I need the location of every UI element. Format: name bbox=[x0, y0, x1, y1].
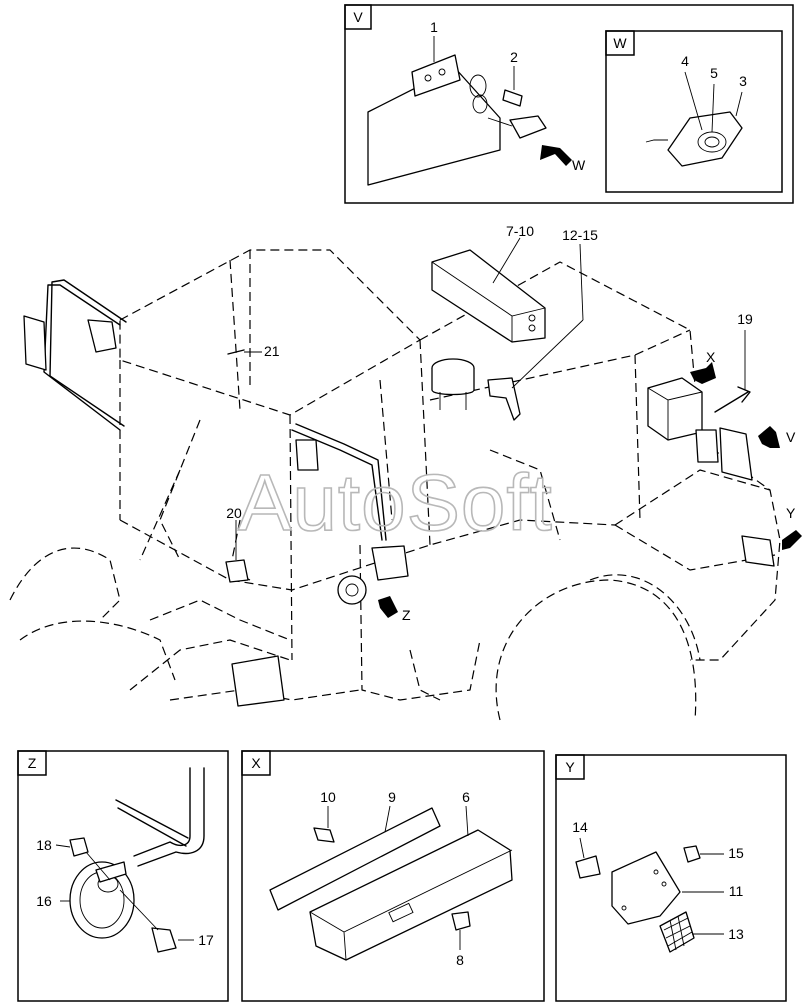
lamp-housing-part-3 bbox=[667, 111, 743, 167]
nut-part-18 bbox=[69, 837, 89, 857]
detail-v-tag: V bbox=[353, 9, 363, 25]
detail-v-panel: V W 1 2 bbox=[344, 4, 794, 204]
rear-lamp-part-7-10 bbox=[431, 249, 546, 343]
arrow-w bbox=[540, 145, 572, 166]
screw-part-10 bbox=[313, 827, 335, 843]
callout-6: 6 bbox=[462, 789, 470, 805]
callout-1: 1 bbox=[430, 19, 438, 35]
arrow-y-label: Y bbox=[786, 505, 796, 521]
plate-part-9 bbox=[269, 807, 441, 911]
detail-y-panel: Y 14 15 11 13 bbox=[555, 754, 787, 1002]
bolt-part-17 bbox=[151, 927, 177, 953]
detail-y-tag: Y bbox=[565, 759, 575, 775]
callout-5: 5 bbox=[710, 65, 718, 81]
arrow-v-label: V bbox=[786, 429, 796, 445]
callout-8: 8 bbox=[456, 952, 464, 968]
callout-10: 10 bbox=[320, 789, 336, 805]
bracket-part-1 bbox=[411, 54, 461, 97]
callout-21: 21 bbox=[264, 343, 280, 359]
callout-17: 17 bbox=[198, 932, 214, 948]
screw-part-2 bbox=[502, 89, 523, 107]
detail-x-panel: X 10 9 6 8 bbox=[241, 750, 545, 1002]
arrow-z-label: Z bbox=[402, 607, 411, 623]
callout-12-15: 12-15 bbox=[562, 227, 598, 243]
callout-18: 18 bbox=[36, 837, 52, 853]
callout-20: 20 bbox=[226, 505, 242, 521]
callout-14: 14 bbox=[572, 819, 588, 835]
bracket-part-12-15 bbox=[487, 377, 521, 421]
detail-w-tag: W bbox=[613, 35, 627, 51]
marker-lamp bbox=[509, 115, 547, 139]
detail-x-tag: X bbox=[251, 755, 261, 771]
callout-2: 2 bbox=[510, 49, 518, 65]
detail-w-panel: W 4 5 3 bbox=[605, 30, 783, 193]
callout-11: 11 bbox=[729, 883, 744, 899]
arrow-y bbox=[782, 530, 802, 550]
callout-9: 9 bbox=[388, 789, 396, 805]
arrow-z bbox=[378, 596, 398, 618]
callout-4: 4 bbox=[681, 53, 689, 69]
callout-3: 3 bbox=[739, 73, 747, 89]
watermark: AutoSoft bbox=[238, 458, 553, 547]
housing-part-6 bbox=[309, 829, 513, 961]
callout-7-10: 7-10 bbox=[506, 223, 534, 239]
bracket-part-11 bbox=[611, 851, 681, 925]
arrow-w-label: W bbox=[572, 157, 586, 173]
arrow-v bbox=[758, 426, 780, 448]
bulb-part-5 bbox=[704, 136, 720, 148]
bolt-part-14 bbox=[575, 855, 601, 879]
nut-part-15 bbox=[683, 845, 701, 863]
callout-15: 15 bbox=[728, 845, 744, 861]
bolt-part-8 bbox=[451, 911, 471, 931]
callout-16: 16 bbox=[36, 893, 52, 909]
arrow-x-label: X bbox=[706, 349, 716, 365]
loader-main-view: 7-10 12-15 19 X V Y Z 20 bbox=[9, 223, 802, 721]
arrow-x bbox=[690, 362, 716, 384]
detail-z-panel: Z 18 16 17 bbox=[17, 750, 229, 1002]
callout-13: 13 bbox=[728, 926, 744, 942]
detail-z-tag: Z bbox=[28, 755, 37, 771]
callout-19: 19 bbox=[737, 311, 753, 327]
